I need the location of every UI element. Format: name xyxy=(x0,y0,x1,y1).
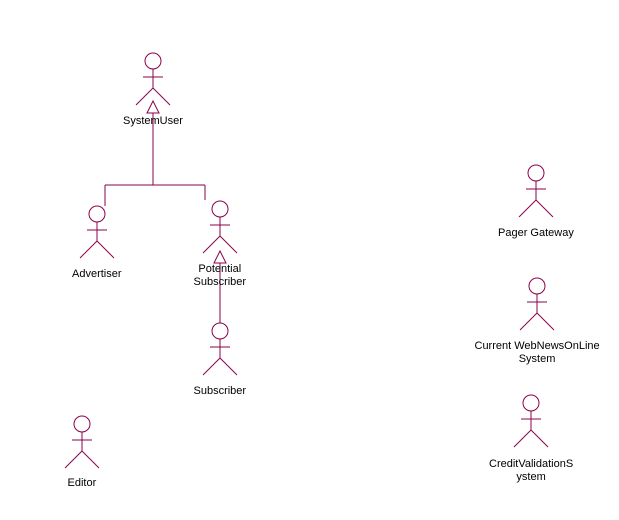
actor-head xyxy=(73,415,91,433)
actor-label-line: Pager Gateway xyxy=(498,227,574,239)
actor-editor xyxy=(64,415,100,469)
actor-label-line: System xyxy=(518,353,556,365)
actor-label-line: Subscriber xyxy=(193,276,247,288)
actor-head xyxy=(211,322,229,340)
actor-potential-subscriber xyxy=(202,200,238,254)
actor-label-line: Editor xyxy=(67,477,97,489)
actor-label-line: Advertiser xyxy=(72,268,122,280)
actor-head xyxy=(211,200,229,218)
generalization-arrowhead xyxy=(146,99,160,114)
actor-head xyxy=(88,205,106,223)
actor-label-line: Subscriber xyxy=(193,385,247,397)
generalization-arrowhead xyxy=(213,249,227,264)
actor-label-advertiser: Advertiser xyxy=(72,268,122,281)
actor-advertiser xyxy=(79,205,115,259)
actor-label-editor: Editor xyxy=(68,477,97,490)
actor-label-line: ystem xyxy=(516,471,546,483)
actor-label-subscriber: Subscriber xyxy=(194,385,247,398)
actor-label-pager-gateway: Pager Gateway xyxy=(498,227,574,240)
actor-label-line: Potential xyxy=(198,263,242,275)
actor-pager-gateway xyxy=(518,164,554,218)
actor-head xyxy=(527,164,545,182)
actor-label-system-user: SystemUser xyxy=(123,115,183,128)
generalization-to-potential-subscriber xyxy=(213,249,227,323)
actor-subscriber xyxy=(202,322,238,376)
actor-credit-validation-system xyxy=(513,394,549,448)
actor-system-user xyxy=(135,52,171,106)
actor-label-line: CreditValidationS xyxy=(489,458,574,470)
actor-label-line: SystemUser xyxy=(123,115,183,127)
actor-head xyxy=(144,52,162,70)
generalization-to-system-user xyxy=(104,99,206,206)
actor-head xyxy=(528,277,546,295)
actor-label-line: Current WebNewsOnLine xyxy=(474,340,600,352)
actor-head xyxy=(522,394,540,412)
actor-current-webnewsonline-system xyxy=(519,277,555,331)
